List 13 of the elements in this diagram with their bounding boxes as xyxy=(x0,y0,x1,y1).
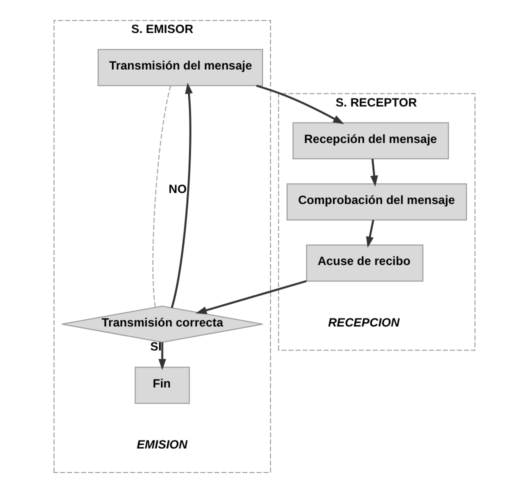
arrow xyxy=(370,158,378,187)
arrow xyxy=(158,342,166,370)
node-box: Transmisión del mensaje xyxy=(98,49,263,86)
connector xyxy=(152,85,172,308)
arrow xyxy=(366,220,374,248)
node-box: Comprobación del mensaje xyxy=(286,183,467,220)
arrow xyxy=(196,280,307,314)
arrow xyxy=(256,84,344,124)
node-box: Fin xyxy=(134,366,190,404)
arrow xyxy=(170,82,193,308)
node-box: Acuse de recibo xyxy=(306,244,424,282)
edge-label: NO xyxy=(168,182,187,196)
node-box: Recepción del mensaje xyxy=(292,122,449,160)
